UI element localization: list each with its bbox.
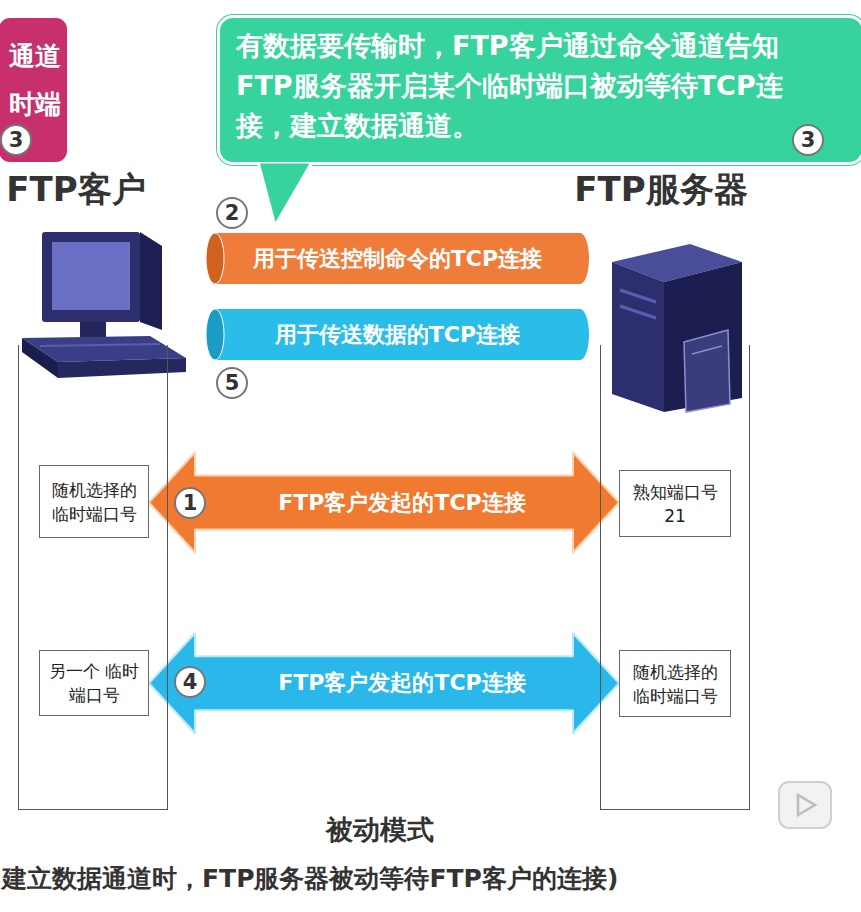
- connection-arrow: [149, 633, 619, 733]
- callout-number: 2: [216, 197, 248, 229]
- arrow-label: FTP客户发起的TCP连接: [278, 668, 525, 698]
- callout-tail: [258, 162, 312, 226]
- pipe-label: 用于传送数据的TCP连接: [275, 320, 520, 350]
- port-text: 另一个 临时端口号: [44, 659, 144, 707]
- port-text: 熟知端口号 21: [624, 480, 726, 528]
- callout-number: 1: [174, 487, 206, 519]
- mode-note: 建立数据通道时，FTP服务器被动等待FTP客户的连接): [2, 862, 618, 895]
- host-heading: FTP客户: [1, 167, 151, 213]
- tcp-pipe: 用于传送控制命令的TCP连接: [205, 232, 590, 285]
- callout-number: 5: [216, 367, 248, 399]
- caption: 被动模式: [326, 812, 434, 848]
- callout-number: 4: [174, 666, 206, 698]
- port-box: 熟知端口号 21: [619, 470, 731, 537]
- arrow-label: FTP客户发起的TCP连接: [278, 488, 525, 518]
- computer-icon: [22, 232, 186, 378]
- tcp-pipe: 用于传送数据的TCP连接: [205, 308, 590, 361]
- server-icon: [612, 244, 742, 412]
- host-column: FTP服务器熟知端口号 21随机选择的 临时端口号: [600, 345, 750, 810]
- pipe-label: 用于传送控制命令的TCP连接: [253, 244, 542, 274]
- callout-box: 有数据要传输时，FTP客户通过命令通道告知FTP服务器开启某个临时端口被动等待T…: [217, 15, 861, 165]
- host-column: FTP客户随机选择的 临时端口号另一个 临时端口号: [18, 345, 168, 810]
- port-text: 随机选择的 临时端口号: [624, 660, 726, 708]
- callout-box: 通道 时端: [0, 15, 70, 165]
- port-box: 另一个 临时端口号: [39, 650, 149, 716]
- port-text: 随机选择的 临时端口号: [44, 478, 144, 526]
- port-box: 随机选择的 临时端口号: [39, 465, 149, 538]
- callout-text: 通道 时端: [5, 32, 65, 128]
- callout-text: 有数据要传输时，FTP客户通过命令通道告知FTP服务器开启某个临时端口被动等待T…: [236, 26, 828, 146]
- port-box: 随机选择的 临时端口号: [619, 650, 731, 717]
- play-watermark: [779, 782, 831, 828]
- connection-arrow: [149, 453, 619, 553]
- host-heading: FTP服务器: [561, 167, 761, 213]
